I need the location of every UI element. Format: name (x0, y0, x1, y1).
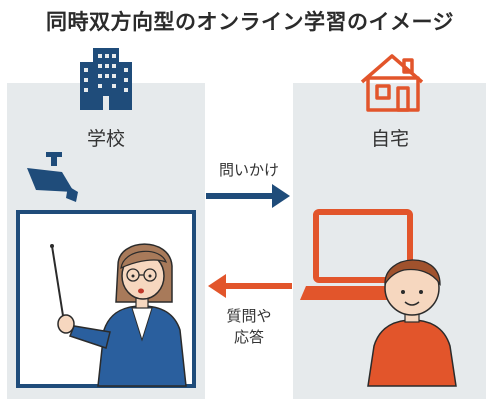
arrow-to-school-label-line1: 質問や (226, 307, 272, 325)
arrow-to-school-label-line2: 応答 (233, 328, 264, 346)
school-building-icon (80, 48, 132, 110)
school-label: 学校 (86, 128, 125, 150)
house-icon (360, 54, 424, 112)
arrow-to-school-label: 質問や 応答 (206, 306, 292, 348)
teacher-figure (50, 243, 187, 387)
student-figure (367, 259, 457, 387)
arrow-to-home-label: 問いかけ (218, 161, 279, 179)
arrow-to-school (208, 274, 292, 298)
diagram-title: 同時双方向型のオンライン学習のイメージ (45, 10, 455, 34)
security-camera-icon (27, 152, 78, 202)
arrow-to-home (206, 184, 290, 208)
home-label: 自宅 (370, 128, 409, 150)
